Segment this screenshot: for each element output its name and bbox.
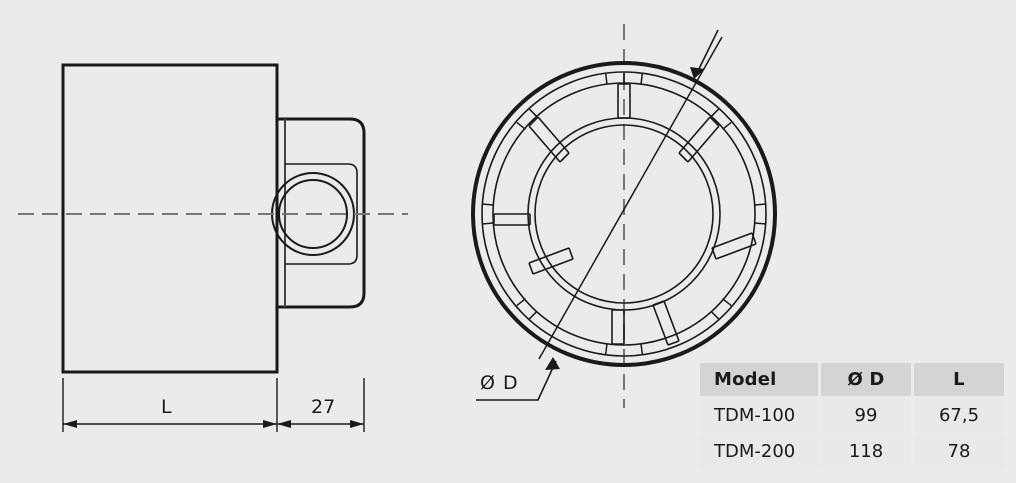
cell-model: TDM-100	[700, 399, 818, 432]
diameter-callout-label: Ø D	[480, 372, 519, 394]
dimension-label-depth: 27	[311, 396, 336, 418]
arrowhead-depth-left	[277, 420, 291, 428]
arrowhead-length-left	[63, 420, 77, 428]
top-leader-line	[695, 29, 719, 76]
grille-spokes	[493, 83, 757, 346]
rim-tick-marks	[481, 72, 767, 355]
table-row: TDM-100 99 67,5	[700, 399, 1004, 432]
diameter-leader-arrowhead	[545, 357, 560, 370]
column-header-diameter: Ø D	[821, 363, 911, 396]
arrowhead-length-right	[263, 420, 277, 428]
hub-inner-circle	[534, 124, 714, 304]
model-specification-table: Model Ø D L TDM-100 99 67,5 TDM-200 118 …	[697, 360, 1007, 471]
cell-diameter: 99	[821, 399, 911, 432]
cell-length: 67,5	[914, 399, 1004, 432]
front-view-group	[471, 24, 777, 408]
body-rectangle	[61, 63, 279, 374]
arrowhead-depth-right	[350, 420, 364, 428]
cell-model: TDM-200	[700, 435, 818, 468]
column-header-model: Model	[700, 363, 818, 396]
table-header-row: Model Ø D L	[700, 363, 1004, 396]
diameter-leader-line	[476, 360, 557, 401]
top-leader-arrowhead	[690, 67, 705, 79]
table-row: TDM-200 118 78	[700, 435, 1004, 468]
diagonal-section-line	[538, 36, 723, 360]
column-header-length: L	[914, 363, 1004, 396]
side-view-group	[18, 63, 408, 432]
outer-rim-circle	[471, 61, 777, 367]
cell-diameter: 118	[821, 435, 911, 468]
cell-length: 78	[914, 435, 1004, 468]
shaft-inner-circle	[278, 179, 348, 249]
dimension-label-length: L	[161, 396, 172, 418]
